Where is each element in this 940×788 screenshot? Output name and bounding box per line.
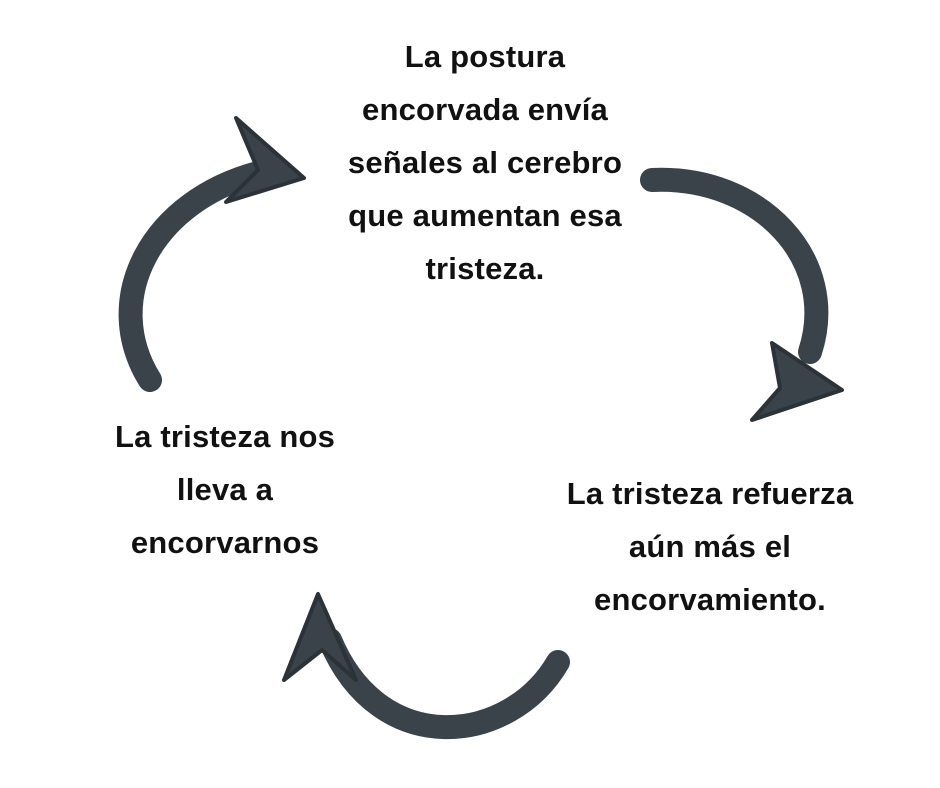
arrow-right-to-left — [282, 592, 570, 740]
node-top-line: que aumentan esa — [348, 198, 622, 233]
node-top-text: La postura encorvada envía señales al ce… — [300, 30, 670, 295]
arrow-top-to-right-head — [750, 341, 844, 422]
arrow-top-to-right-shaft — [640, 167, 829, 364]
node-left-line: La tristeza nos — [114, 419, 336, 454]
node-left-line: lleva a — [176, 472, 274, 507]
node-left-line: encorvarnos — [130, 525, 320, 560]
node-left-text: La tristeza nos lleva a encorvarnos — [60, 410, 390, 569]
node-top-line: tristeza. — [425, 251, 545, 286]
arrow-left-to-top-shaft — [118, 160, 274, 392]
arrow-top-to-right — [640, 167, 844, 422]
arrow-right-to-left-head — [282, 592, 358, 682]
node-right-line: encorvamiento. — [594, 582, 826, 617]
arrow-left-to-top-head — [224, 116, 306, 204]
node-top-line: encorvada envía — [362, 92, 608, 127]
node-top-line: señales al cerebro — [347, 145, 623, 180]
arrow-right-to-left-shaft — [318, 628, 570, 740]
arrow-left-to-top — [118, 116, 306, 392]
node-right-line: La tristeza refuerza — [566, 476, 854, 511]
node-right-line: aún más el — [628, 529, 792, 564]
node-right-text: La tristeza refuerza aún más el encorvam… — [520, 467, 900, 626]
node-top-line: La postura — [404, 39, 566, 74]
